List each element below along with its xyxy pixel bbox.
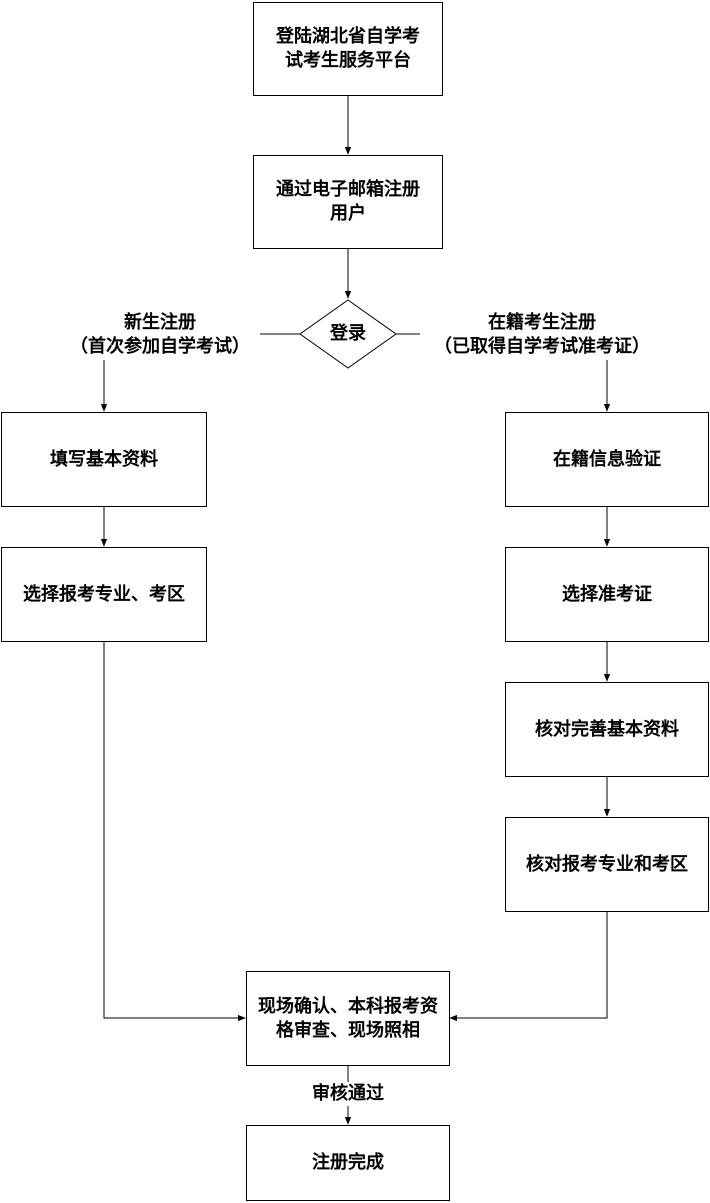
enrolled-student-note: （已取得自学考试准考证） <box>434 336 650 357</box>
node-login-platform-text: 登陆湖北省自学考试考生服务平台 <box>276 26 420 71</box>
login-decision-label: 登录 <box>330 323 366 344</box>
node-enrolled-verify: 在籍信息验证 <box>505 412 709 507</box>
node-email-register-text: 通过电子邮箱注册用户 <box>276 179 420 224</box>
node-onsite-confirm: 现场确认、本科报考资格审查、现场照相 <box>246 971 450 1066</box>
new-student-title: 新生注册 <box>124 312 196 333</box>
enrolled-student-branch-label: 在籍考生注册 （已取得自学考试准考证） <box>422 311 662 359</box>
node-check-major-area: 核对报考专业和考区 <box>505 817 709 912</box>
node-choose-admission-ticket: 选择准考证 <box>505 547 709 642</box>
node-choose-major-area: 选择报考专业、考区 <box>1 547 207 642</box>
node-login-platform: 登陆湖北省自学考试考生服务平台 <box>253 2 443 96</box>
node-choose-admission-ticket-text: 选择准考证 <box>562 583 652 605</box>
node-register-done: 注册完成 <box>246 1125 450 1201</box>
node-enrolled-verify-text: 在籍信息验证 <box>553 448 661 470</box>
node-check-basic-info-text: 核对完善基本资料 <box>535 718 679 740</box>
node-email-register: 通过电子邮箱注册用户 <box>253 155 443 249</box>
node-register-done-text: 注册完成 <box>312 1152 384 1173</box>
arrow-choose-to-onsite <box>103 641 246 1022</box>
arrow-checkmajor-to-onsite <box>449 911 608 1022</box>
node-check-major-area-text: 核对报考专业和考区 <box>526 853 688 875</box>
enrolled-student-title: 在籍考生注册 <box>488 312 596 333</box>
login-decision-diamond <box>299 299 397 369</box>
node-choose-major-area-text: 选择报考专业、考区 <box>23 583 185 605</box>
node-fill-basic-info: 填写基本资料 <box>1 412 207 507</box>
new-student-note: （首次参加自学考试） <box>70 336 250 357</box>
node-fill-basic-info-text: 填写基本资料 <box>50 448 158 470</box>
node-onsite-confirm-text: 现场确认、本科报考资格审查、现场照相 <box>258 995 438 1041</box>
new-student-branch-label: 新生注册 （首次参加自学考试） <box>60 311 260 359</box>
audit-passed-label: 审核通过 <box>298 1082 398 1106</box>
node-check-basic-info: 核对完善基本资料 <box>505 682 709 777</box>
